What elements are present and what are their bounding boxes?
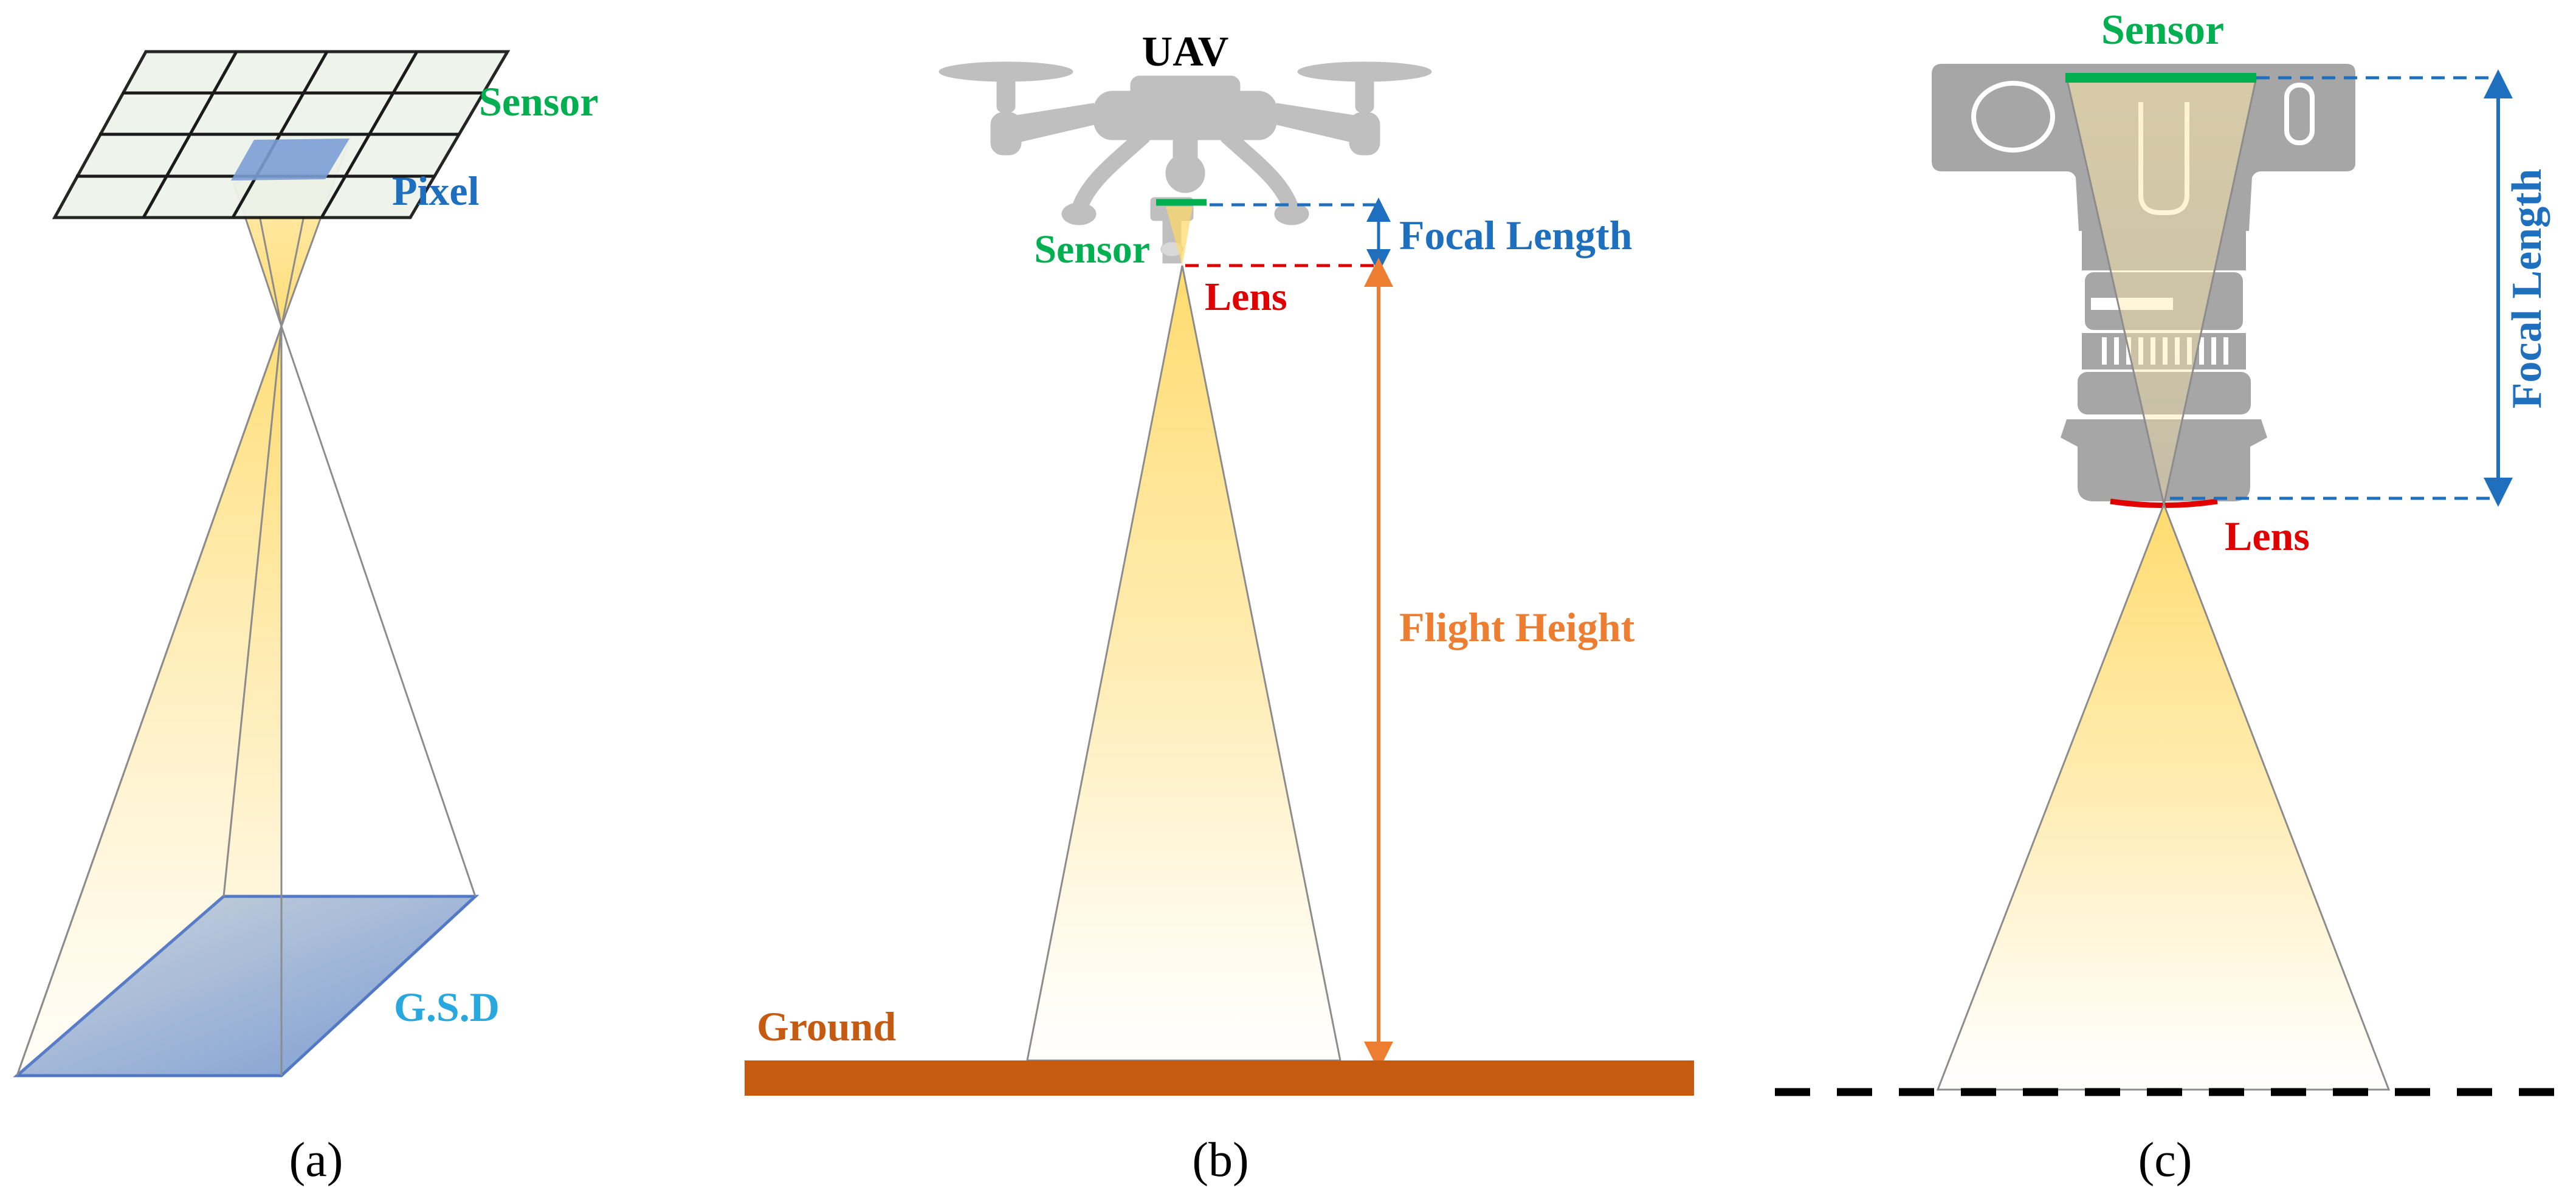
panel-a: Sensor Pixel G.S.D (a) [13, 50, 598, 1187]
sensor-label-c: Sensor [2101, 7, 2224, 53]
focal-length-label-c: Focal Length [2504, 169, 2550, 409]
focal-length-label-b: Focal Length [1399, 212, 1632, 258]
gsd-label: G.S.D [394, 984, 500, 1030]
uav-drone-icon [938, 61, 1432, 264]
uav-light-cone [1026, 265, 1341, 1062]
caption-a: (a) [289, 1133, 343, 1187]
uav-label: UAV [1142, 29, 1229, 75]
panel-c: Sensor Focal Length Lens (c) [1775, 7, 2565, 1187]
flight-height-label: Flight Height [1399, 604, 1635, 650]
panel-b: UAV Sensor Focal Length Lens Flight Heig… [745, 29, 1694, 1187]
pyramid-edges [16, 326, 477, 1076]
camera-light-cone [1936, 501, 2391, 1091]
caption-b: (b) [1192, 1133, 1248, 1187]
pixel-cell [231, 139, 350, 180]
uav-camera-inner-cone [1166, 207, 1193, 266]
lens-label-c: Lens [2225, 513, 2310, 559]
sensor-grid [52, 50, 511, 219]
sensor-label-a: Sensor [479, 78, 598, 125]
pixel-label-a: Pixel [392, 168, 480, 214]
sensor-label-b: Sensor [1034, 227, 1150, 272]
ground-bar [745, 1060, 1694, 1096]
lens-label-b: Lens [1205, 275, 1287, 319]
caption-c: (c) [2138, 1133, 2192, 1187]
ground-label: Ground [757, 1003, 896, 1050]
